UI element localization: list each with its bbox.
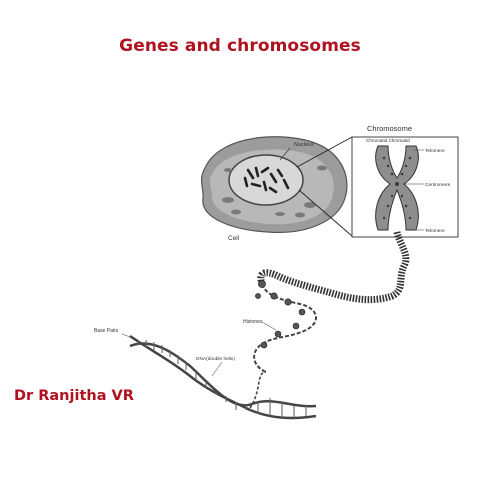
nucleus-shape: [228, 154, 304, 206]
organelles: [222, 165, 327, 218]
label-telomere-bottom: Telomere: [425, 228, 445, 234]
chromatin-fiber: [253, 231, 410, 373]
label-nucleus: Nucleus: [294, 142, 314, 148]
label-histones: Histones: [243, 319, 263, 325]
label-centromere: Centromere: [425, 182, 451, 188]
label-chromatid: Chromatid Chromatid: [366, 138, 410, 143]
label-chromosome: Chromosome: [367, 124, 412, 133]
base-pairs-rungs: [137, 340, 307, 418]
chromosome-panel: Chromosome Chromatid Chromatid Telomere …: [351, 124, 459, 238]
slide-title: Genes and chromosomes: [119, 36, 361, 56]
label-telomere-top: Telomere: [425, 148, 445, 154]
label-base-pairs: Base Pairs: [94, 328, 119, 334]
nucleus-chromosomes: [243, 166, 290, 194]
zoom-lines: [296, 136, 353, 237]
nucleosomes: [255, 280, 306, 349]
label-cell: Cell: [228, 235, 240, 242]
cell-illustration: Cell Nucleus: [200, 136, 348, 242]
author-name: Dr Ranjitha VR: [14, 388, 134, 404]
dna-double-helix: [129, 334, 317, 420]
label-dna: DNA(double helix): [196, 356, 235, 362]
